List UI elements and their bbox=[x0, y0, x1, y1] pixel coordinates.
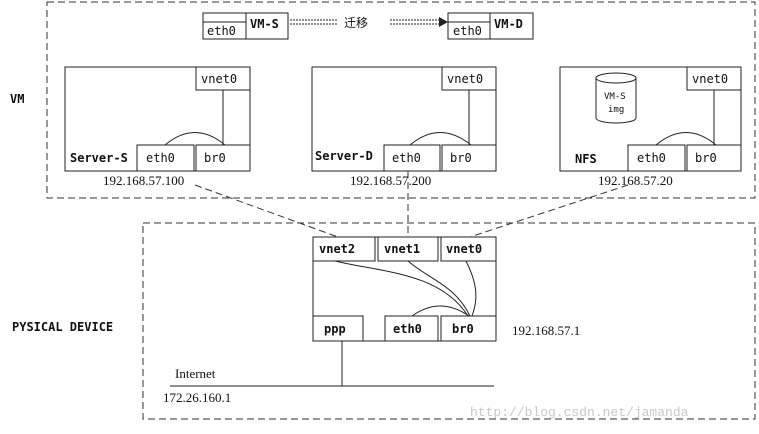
host-vnet0 bbox=[440, 236, 497, 262]
physical-region-label: PYSICAL DEVICE bbox=[12, 320, 113, 334]
server-d-ip: 192.168.57.200 bbox=[350, 173, 431, 188]
vm-d-label: VM-D bbox=[494, 17, 523, 31]
vm-s-label: VM-S bbox=[250, 17, 279, 31]
svg-text:br0: br0 bbox=[452, 322, 474, 336]
svg-text:br0: br0 bbox=[450, 151, 472, 165]
link-server-s-to-vnet2 bbox=[194, 184, 339, 238]
bridge-link-vnet0 bbox=[465, 260, 477, 317]
svg-text:eth0: eth0 bbox=[637, 151, 666, 165]
svg-text:vnet0: vnet0 bbox=[201, 72, 237, 86]
nfs-ip: 192.168.57.20 bbox=[598, 173, 673, 188]
vm-s-eth0-label: eth0 bbox=[207, 24, 236, 38]
svg-text:vnet0: vnet0 bbox=[446, 242, 482, 256]
bridge-link-vnet2 bbox=[334, 260, 469, 317]
svg-text:vnet2: vnet2 bbox=[319, 242, 355, 256]
svg-text:eth0: eth0 bbox=[393, 322, 422, 336]
svg-text:eth0: eth0 bbox=[146, 151, 175, 165]
server-s-ip: 192.168.57.100 bbox=[103, 173, 184, 188]
internet-ip: 172.26.160.1 bbox=[163, 390, 231, 405]
migration-arrow bbox=[290, 17, 448, 27]
host-br0-ip: 192.168.57.1 bbox=[512, 323, 580, 338]
vm-d-eth0-label: eth0 bbox=[453, 24, 482, 38]
svg-text:br0: br0 bbox=[204, 151, 226, 165]
svg-text:vnet0: vnet0 bbox=[692, 72, 728, 86]
nfs-br0 bbox=[686, 144, 742, 172]
disk-label-vm: VM-S bbox=[604, 92, 626, 102]
server-s-eth0 bbox=[136, 144, 195, 172]
bridge-link-eth0 bbox=[411, 305, 470, 317]
server-d-name: Server-D bbox=[315, 149, 373, 163]
vm-region-label: VM bbox=[10, 92, 24, 106]
nfs-eth0 bbox=[627, 144, 686, 172]
vm-region-frame bbox=[46, 1, 756, 199]
svg-text:eth0: eth0 bbox=[392, 151, 421, 165]
vm-s-img-disk-icon bbox=[595, 72, 637, 124]
svg-text:vnet1: vnet1 bbox=[384, 242, 420, 256]
watermark: http://blog.csdn.net/jamanda bbox=[470, 405, 689, 420]
server-s-name: Server-S bbox=[70, 151, 128, 165]
svg-text:ppp: ppp bbox=[324, 322, 346, 336]
server-s-br0 bbox=[195, 144, 251, 172]
host-vnet2 bbox=[312, 236, 376, 262]
disk-label-img: img bbox=[608, 105, 624, 115]
host-ppp bbox=[312, 315, 364, 342]
svg-text:br0: br0 bbox=[695, 151, 717, 165]
link-nfs-to-vnet0 bbox=[469, 184, 629, 238]
svg-text:vnet0: vnet0 bbox=[447, 72, 483, 86]
server-d-eth0 bbox=[383, 144, 441, 172]
bridge-link-vnet1 bbox=[407, 260, 471, 317]
internet-label: Internet bbox=[175, 366, 216, 381]
migration-label: 迁移 bbox=[344, 16, 368, 30]
nfs-name: NFS bbox=[575, 152, 597, 166]
physical-region-frame bbox=[142, 222, 756, 420]
host-eth0 bbox=[384, 315, 439, 342]
